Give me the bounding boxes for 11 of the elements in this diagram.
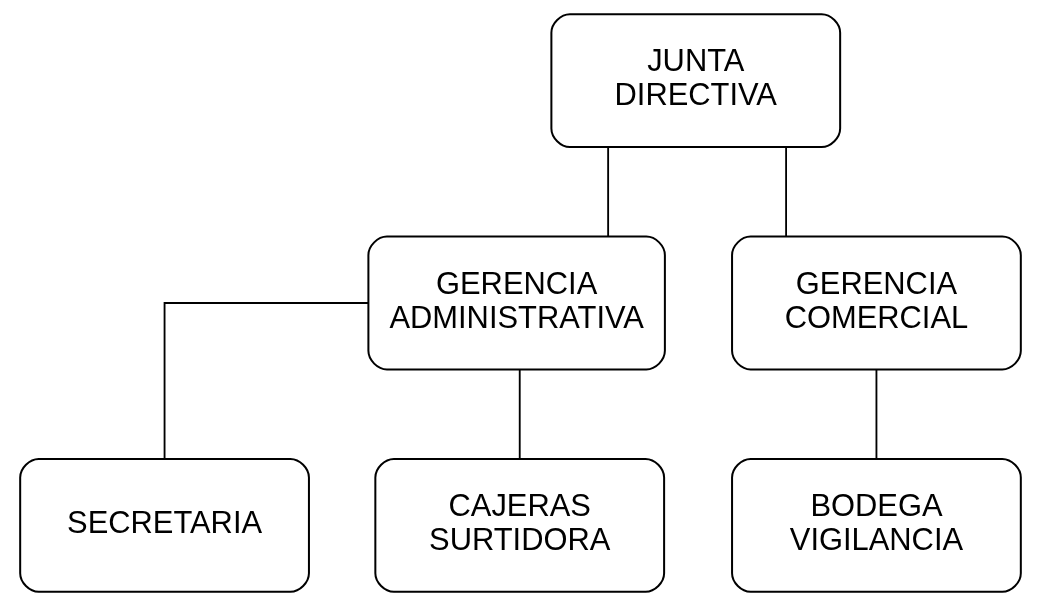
node-box: GERENCIA COMERCIAL <box>731 235 1022 371</box>
connector <box>875 368 878 460</box>
node-box: CAJERAS SURTIDORA <box>374 457 666 593</box>
node-box: JUNTA DIRECTIVA <box>550 13 842 149</box>
node-box: GERENCIA ADMINISTRATIVA <box>367 235 666 371</box>
connector <box>607 146 610 238</box>
connector <box>785 146 788 238</box>
node-box: SECRETARIA <box>19 457 310 593</box>
node-box: BODEGA VIGILANCIA <box>731 457 1022 593</box>
connector <box>163 302 370 460</box>
connector <box>518 368 521 460</box>
